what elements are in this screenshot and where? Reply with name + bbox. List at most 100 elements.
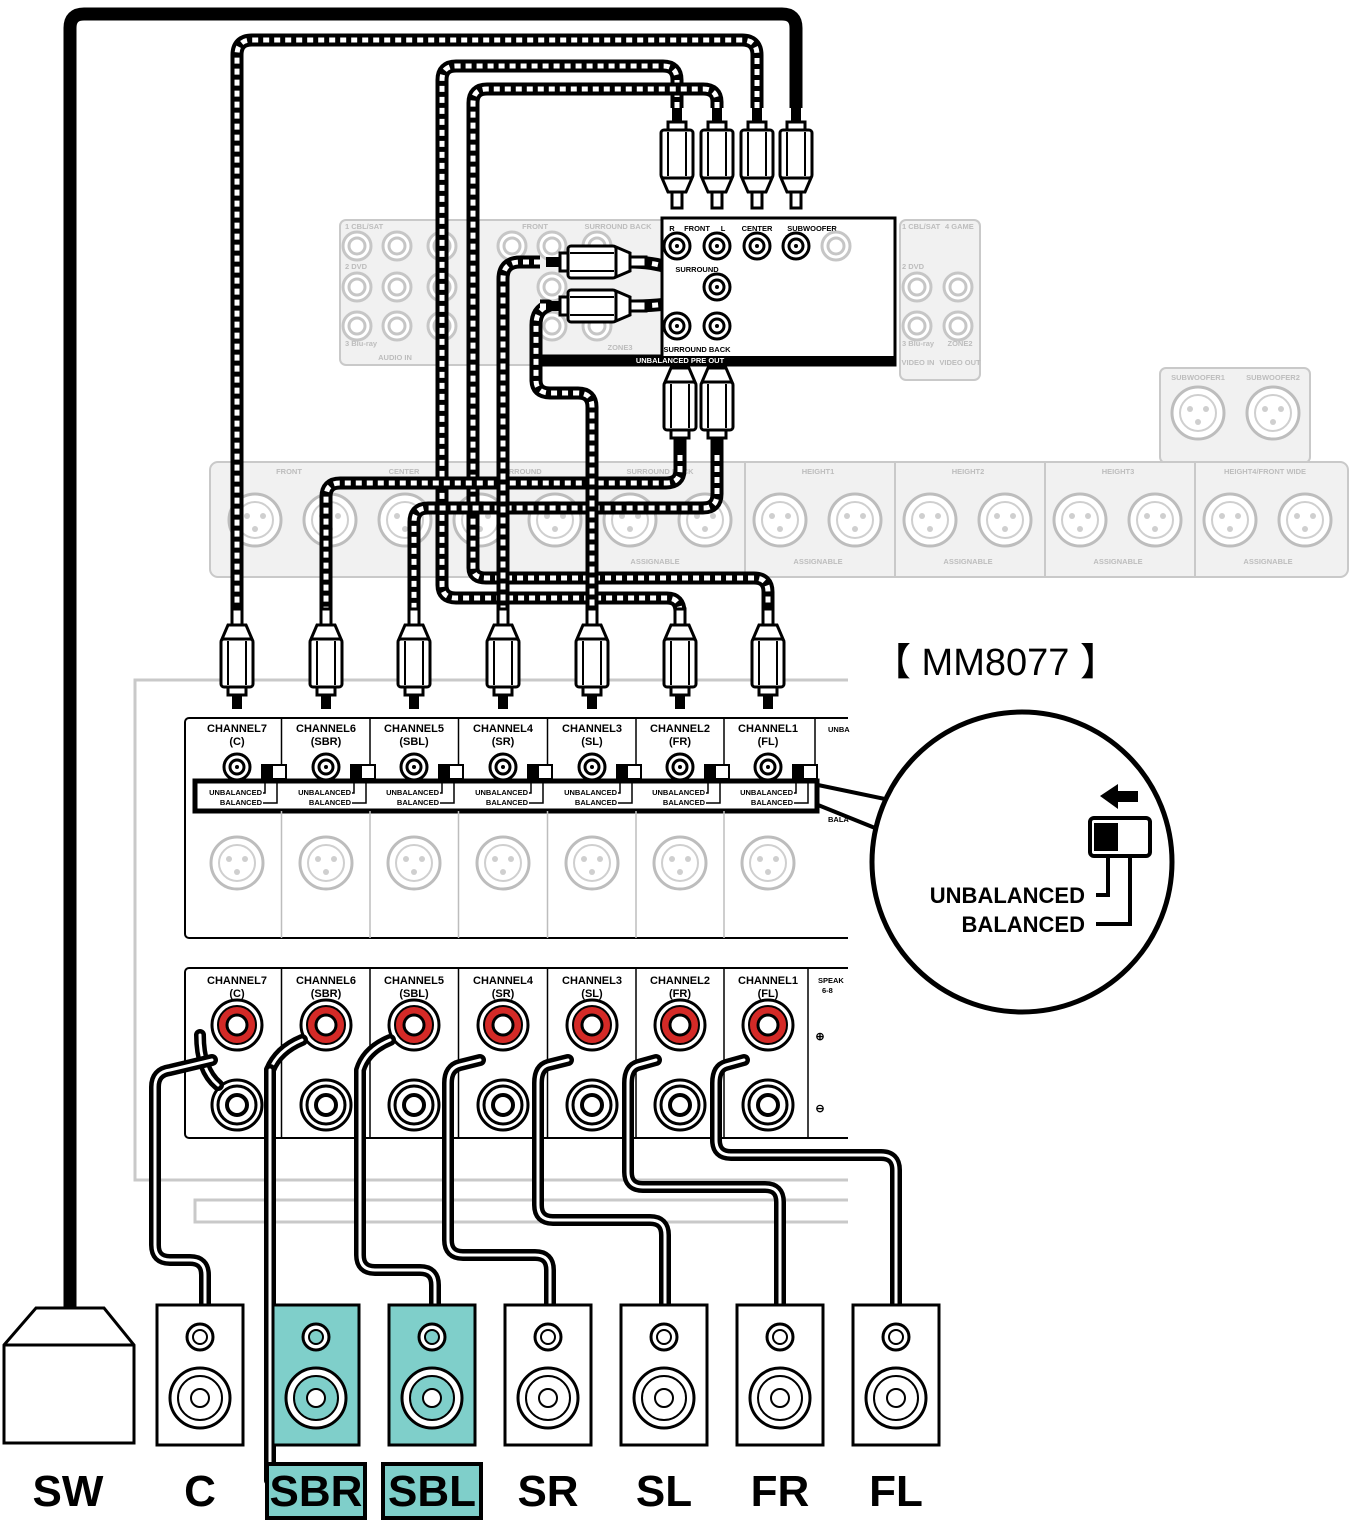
xlr-jack [377, 492, 433, 548]
speaker-minus-terminal[interactable] [299, 1078, 353, 1132]
balanced-channel-sub: (FL) [758, 736, 779, 748]
xlr-jack [1052, 492, 1108, 548]
xlr-height1-label: HEIGHT1 [802, 467, 835, 476]
balanced-input-xlr-jack [475, 835, 531, 891]
speaker-channel-sub: (SR) [492, 988, 515, 1000]
front-r-label: R [669, 224, 675, 233]
unbalanced-input-jack [311, 752, 341, 782]
speaker-channel-name: CHANNEL1 [738, 975, 798, 987]
ghost-rca-jack [381, 230, 413, 262]
xlr-height3-label: HEIGHT3 [1102, 467, 1135, 476]
speaker-wire-sr [442, 1054, 556, 1311]
speaker-label-fl: FL [869, 1467, 923, 1516]
xlr-jack [752, 492, 808, 548]
preout-rca-plug [778, 106, 814, 210]
speaker-channel-name: CHANNEL4 [473, 975, 534, 987]
speaker-plus-terminal[interactable] [565, 998, 619, 1052]
plus-terminal-label: ⊕ [815, 1031, 824, 1043]
preout-rca-plug [699, 106, 735, 210]
switch-balanced-label: BALANCED [486, 798, 529, 807]
speaker-minus-terminal[interactable] [653, 1078, 707, 1132]
switch-leader [529, 780, 544, 804]
xlr-surround-back-label: SURROUND BACK [626, 467, 694, 476]
amp-input-rca-plug [574, 607, 610, 711]
speaker-plus-terminal[interactable] [653, 998, 707, 1052]
amp-chassis-foot [193, 1198, 848, 1224]
switch-unbalanced-label: UNBALANCED [740, 788, 793, 797]
xlr-subwoofer1-jack [1170, 385, 1226, 441]
speaker-plus-terminal[interactable] [210, 998, 264, 1052]
speaker-channel-sub: (SBR) [311, 988, 342, 1000]
speaker-channel-name: CHANNEL7 [207, 975, 267, 987]
unbalanced-input-jack [222, 752, 252, 782]
preout-rca-jack [662, 231, 692, 261]
switch-balanced-label: BALANCED [309, 798, 352, 807]
ghost-video-jack [942, 310, 974, 342]
switch-leader [263, 780, 278, 804]
balanced-channel-name: CHANNEL2 [650, 723, 710, 735]
xlr-jack [977, 492, 1033, 548]
speaker-fl [851, 1303, 941, 1447]
rca-cable-surround-r [496, 255, 540, 625]
speaker-minus-terminal[interactable] [741, 1078, 795, 1132]
audio-in-cbl-label: 1 CBL/SAT [345, 222, 384, 231]
speaker-plus-terminal[interactable] [299, 998, 353, 1052]
balanced-channel-sub: (FR) [669, 736, 691, 748]
switch-knob [794, 766, 804, 778]
switch-unbalanced-label: UNBALANCED [475, 788, 528, 797]
speaker-label-box-sbr [265, 1462, 367, 1520]
switch-balanced-label: BALANCED [663, 798, 706, 807]
speaker-label-c: C [184, 1467, 216, 1516]
xlr-height4-label: HEIGHT4/FRONT WIDE [1224, 467, 1306, 476]
rca-cable-front-l [466, 82, 775, 625]
speaker-plus-terminal[interactable] [476, 998, 530, 1052]
ghost-rca-jack [341, 230, 373, 262]
xlr-jack [1277, 492, 1333, 548]
switch-leader [794, 780, 809, 804]
amp-input-rca-plug [662, 607, 698, 711]
switch-knob [618, 766, 628, 778]
preout-rca-jack [781, 231, 811, 261]
balanced-input-xlr-jack [209, 835, 265, 891]
unbalanced-pre-out-label: UNBALANCED PRE OUT [636, 356, 725, 365]
xlr-front-label: FRONT [276, 467, 302, 476]
unbalanced-input-jack [399, 752, 429, 782]
model-label: 【 MM8077 】 [873, 642, 1118, 684]
ghost-rca-jack [341, 310, 373, 342]
cables [63, 7, 902, 1486]
speaker-channel-sub: (FL) [758, 988, 779, 1000]
xlr-surround-label: SURROUND [498, 467, 542, 476]
preout-rca-jack [702, 311, 732, 341]
xlr-jack [902, 492, 958, 548]
speaker-channel-name: CHANNEL3 [562, 975, 622, 987]
speaker-wire-fr [622, 1054, 786, 1311]
balanced-channel-sub: (C) [229, 736, 245, 748]
preout-rca-jack [662, 311, 692, 341]
power-amplifier-rear-panel: UNBABALASPEAK6-8⊕⊖CHANNEL7(C)UNBALANCEDB… [184, 700, 858, 1160]
balanced-input-panel [184, 717, 856, 939]
assignable-label: ASSIGNABLE [943, 557, 992, 566]
speaker-minus-terminal[interactable] [210, 1078, 264, 1132]
speaker-wire-fl [710, 1054, 902, 1311]
balanced-channel-sub: (SBR) [311, 736, 342, 748]
preout-rca-plug [739, 106, 775, 210]
ghost-rca-jack [341, 271, 373, 303]
zoom-switch-knob [1094, 823, 1118, 851]
switch-knob [529, 766, 539, 778]
amp-input-rca-plug [750, 607, 786, 711]
video-in-label: VIDEO IN [902, 358, 935, 367]
amp-input-rca-plug [485, 607, 521, 711]
speaker-minus-terminal[interactable] [476, 1078, 530, 1132]
speaker-label-fr: FR [751, 1467, 810, 1516]
speaker-channel-name: CHANNEL2 [650, 975, 710, 987]
speaker-wire-sbl [354, 1034, 441, 1311]
front-l-label: L [721, 224, 726, 233]
ghost-video-jack [901, 271, 933, 303]
xlr-jack [1127, 492, 1183, 548]
speaker-minus-terminal[interactable] [387, 1078, 441, 1132]
speaker-plus-terminal[interactable] [387, 998, 441, 1052]
amp-input-rca-plug [308, 607, 344, 711]
speaker-minus-terminal[interactable] [565, 1078, 619, 1132]
unbalanced-input-jack [753, 752, 783, 782]
speaker-plus-terminal[interactable] [741, 998, 795, 1052]
